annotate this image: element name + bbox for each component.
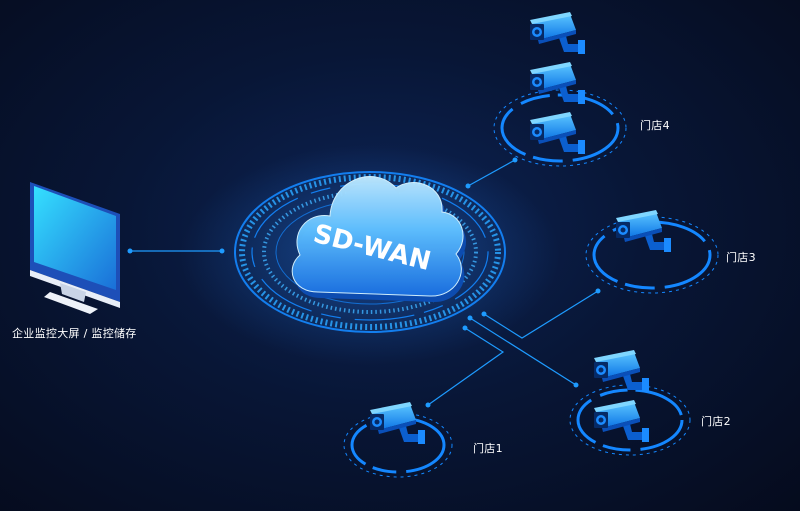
link-store2 (469, 317, 577, 386)
store3-label: 门店3 (726, 251, 756, 264)
camera-icon (616, 210, 671, 252)
store4-label: 门店4 (640, 119, 670, 132)
store1-label: 门店1 (473, 442, 503, 455)
link-store1 (427, 327, 505, 406)
store4-group (493, 12, 627, 167)
camera-icon (370, 402, 425, 444)
camera-icon (594, 400, 649, 442)
connection-nodes (127, 157, 601, 408)
connection-lines (130, 159, 599, 406)
camera-icon (530, 12, 585, 54)
sdwan-cloud: SD-WAN (291, 176, 467, 303)
link-store4 (467, 159, 516, 187)
store1-group (343, 402, 453, 478)
link-store3 (483, 290, 599, 339)
store2-label: 门店2 (701, 415, 731, 428)
store2-group (569, 350, 691, 456)
store3-group (585, 210, 719, 294)
monitor-label: 企业监控大屏 / 监控储存 (12, 327, 137, 340)
monitor-icon (30, 182, 120, 314)
camera-icon (530, 112, 585, 154)
